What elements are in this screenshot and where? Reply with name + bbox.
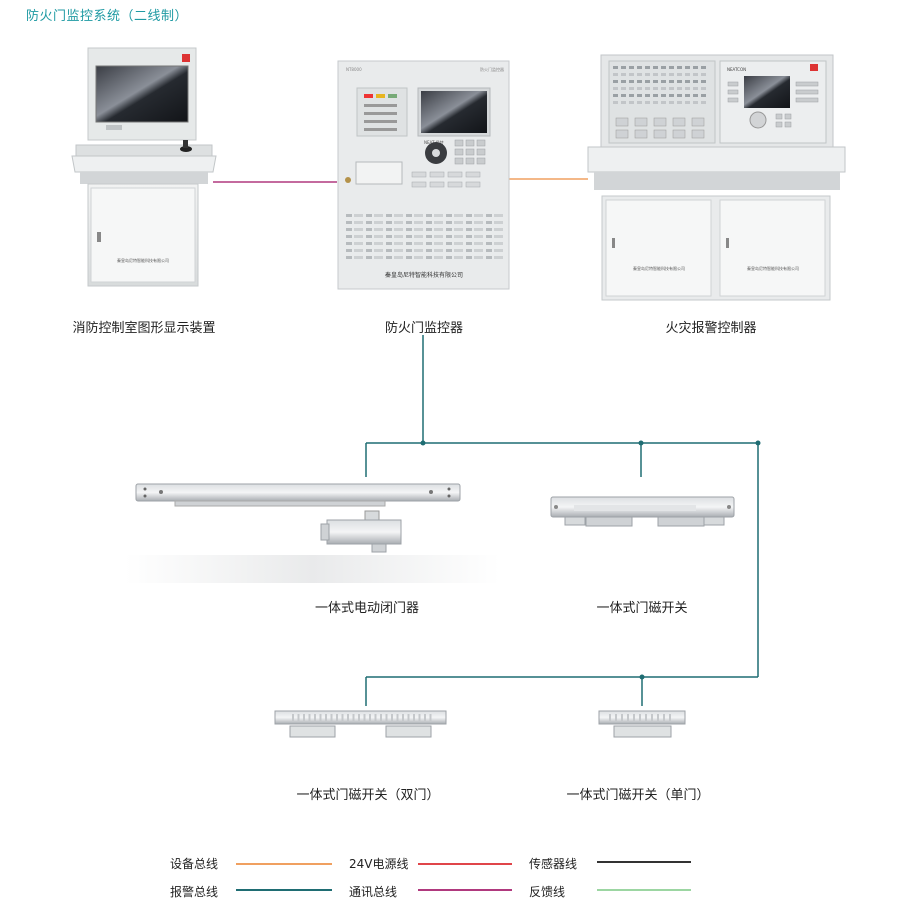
monitor-company-text: 秦皇岛尼特智能科技有限公司: [385, 271, 463, 279]
legend-24v-power-label: 24V电源线: [349, 857, 409, 871]
magnetic-door-switch-single: [598, 710, 686, 738]
wiring: [213, 178, 761, 706]
monitor-brand-text: NEAT 尼特: [424, 139, 444, 145]
legend-sensor-line-label: 传感器线: [529, 857, 578, 871]
alarm-controller-label: 火灾报警控制器: [665, 321, 757, 336]
legend-alarm-bus-label: 报警总线: [170, 885, 219, 899]
page-title: 防火门监控系统（二线制）: [26, 9, 189, 24]
monitor-channel-rows: [346, 214, 503, 259]
legend-feedback-line-label: 反馈线: [529, 885, 566, 899]
fire-alarm-controller: NEATCON 秦皇岛尼特智能科技有限公司 秦皇岛尼特智能科技有限公司: [587, 54, 846, 301]
magnetic-door-switch-double: [274, 710, 447, 738]
legend-comm-bus-label: 通讯总线: [349, 885, 398, 899]
door-switch-label: 一体式门磁开关: [596, 601, 688, 616]
electric-door-closer: [125, 483, 500, 583]
display-unit-label: 消防控制室图形显示装置: [72, 321, 216, 336]
door-switch-double-label: 一体式门磁开关（双门）: [296, 788, 440, 803]
display-unit-cabinet-text: 秦皇岛尼特智能科技有限公司: [117, 257, 169, 263]
door-switch-single-label: 一体式门磁开关（单门）: [566, 788, 710, 803]
monitor-buttons: [411, 171, 481, 188]
legend-device-bus-label: 设备总线: [170, 857, 219, 871]
controller-cabinet-text-left: 秦皇岛尼特智能科技有限公司: [633, 265, 685, 271]
door-closer-label: 一体式电动闭门器: [314, 601, 419, 616]
graphic-display-unit: 秦皇岛尼特智能科技有限公司: [71, 47, 217, 287]
junction-dots: [420, 440, 761, 680]
controller-led-matrix: [613, 66, 706, 139]
monitor-model-text: NT8000: [346, 67, 362, 72]
monitor-keypad: [454, 139, 486, 165]
controller-brand-text: NEATCON: [727, 67, 746, 72]
monitor-indicator-grid: [364, 94, 397, 131]
magnetic-door-switch: [550, 496, 735, 527]
door-monitor-device: NT8000 防火门监控器 NEAT 尼特: [337, 60, 510, 290]
monitor-title-text: 防火门监控器: [480, 66, 504, 72]
controller-cabinet-text-right: 秦皇岛尼特智能科技有限公司: [747, 265, 799, 271]
alarm-bus-lines: [365, 335, 759, 706]
monitor-label: 防火门监控器: [384, 321, 463, 336]
legend-lines: [236, 861, 691, 891]
